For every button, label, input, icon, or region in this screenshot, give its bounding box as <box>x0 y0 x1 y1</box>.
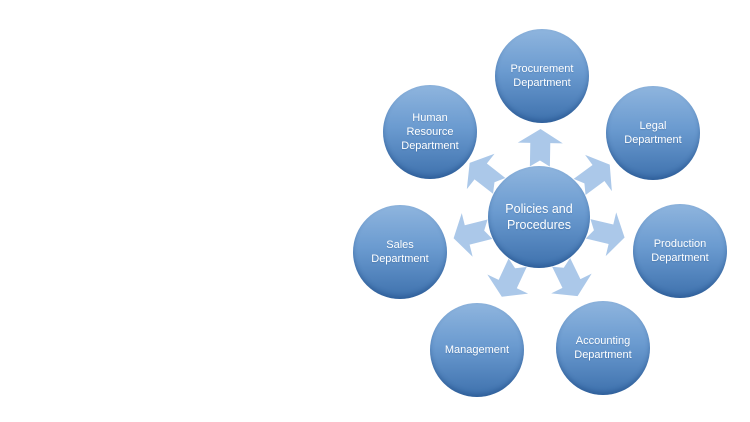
arrow-to-procurement-icon <box>517 128 564 167</box>
node-label: Procurement Department <box>510 62 574 89</box>
node-procurement-department: Procurement Department <box>495 29 589 123</box>
node-label: Production Department <box>651 237 709 264</box>
node-management: Management <box>430 303 524 397</box>
node-label: Human Resource Department <box>401 111 459 153</box>
hub-node-policies-and-procedures: Policies and Procedures <box>488 166 590 268</box>
node-legal-department: Legal Department <box>606 86 700 180</box>
node-production-department: Production Department <box>633 204 727 298</box>
node-sales-department: Sales Department <box>353 205 447 299</box>
node-human-resource-department: Human Resource Department <box>383 85 477 179</box>
hub-node-label: Policies and Procedures <box>505 201 573 232</box>
node-accounting-department: Accounting Department <box>556 301 650 395</box>
node-label: Sales Department <box>371 238 429 265</box>
node-label: Accounting Department <box>574 334 632 361</box>
node-label: Legal Department <box>624 119 682 146</box>
node-label: Management <box>444 343 510 356</box>
